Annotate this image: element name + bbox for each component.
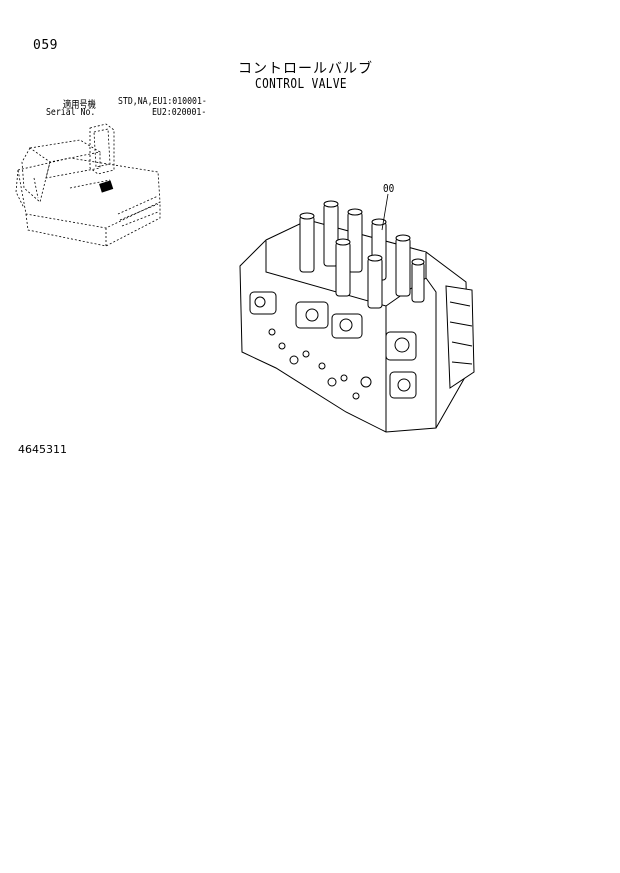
page-title-japanese: コントロールバルブ [238, 61, 373, 77]
page-title-english: CONTROL VALVE [255, 77, 348, 92]
serial-range-std: STD,NA,EU1:010001- [118, 96, 207, 107]
serial-range-eu2: EU2:020001- [152, 107, 207, 118]
control-valve-drawing [239, 193, 475, 433]
part-callout-label: 00 [383, 182, 395, 195]
serial-label-english: Serial No. [46, 107, 96, 118]
part-number-code: 4645311 [18, 443, 67, 456]
machine-location-diagram [15, 123, 161, 247]
serial-label-japanese: 適用号機 [63, 100, 96, 111]
page-number: 059 [33, 38, 58, 53]
